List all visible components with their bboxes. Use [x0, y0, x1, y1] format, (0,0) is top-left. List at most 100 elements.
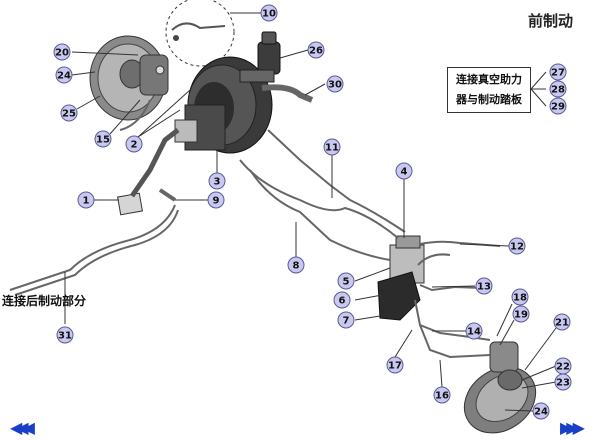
callout-circle	[323, 138, 341, 156]
callout-circle	[549, 80, 567, 98]
callout-8: 8	[287, 256, 305, 274]
callout-circle	[208, 172, 226, 190]
callout-number: 17	[388, 361, 402, 372]
callout-circle	[77, 191, 95, 209]
callout-20: 20	[53, 43, 71, 61]
callout-19: 19	[512, 305, 530, 323]
callout-circle	[549, 97, 567, 115]
callout-30: 30	[326, 75, 344, 93]
callout-circle	[337, 311, 355, 329]
callout-circle	[333, 291, 351, 309]
callout-number: 26	[309, 46, 323, 57]
callout-15: 15	[94, 130, 112, 148]
callout-number: 2	[131, 140, 138, 151]
callout-number: 13	[477, 282, 491, 293]
callout-circle	[55, 66, 73, 84]
callout-circle	[395, 162, 413, 180]
callout-circle	[554, 373, 572, 391]
callout-25: 25	[60, 104, 78, 122]
prev-page-button[interactable]: ◀◀◀	[10, 418, 35, 437]
callout-3: 3	[208, 172, 226, 190]
callout-24a: 24	[55, 66, 73, 84]
callout-number: 21	[555, 318, 569, 329]
callout-circle	[553, 313, 571, 331]
callout-circle	[511, 288, 529, 306]
abs-module	[377, 235, 425, 321]
callout-number: 9	[213, 196, 220, 207]
callout-number: 1	[83, 196, 90, 207]
brake-pedal	[117, 128, 180, 216]
callout-11: 11	[323, 138, 341, 156]
callout-number: 4	[401, 167, 408, 178]
callout-number: 30	[328, 80, 342, 91]
callout-9: 9	[207, 191, 225, 209]
connection-note-line: 器与制动踏板	[456, 93, 522, 106]
callout-number: 28	[551, 85, 565, 96]
callout-number: 14	[467, 327, 481, 338]
callout-circle	[532, 402, 550, 420]
callout-24b: 24	[532, 402, 550, 420]
callout-4: 4	[395, 162, 413, 180]
callout-26: 26	[307, 41, 325, 59]
callout-5: 5	[337, 272, 355, 290]
callout-circle	[549, 63, 567, 81]
callout-number: 10	[262, 9, 276, 20]
callout-circle	[125, 135, 143, 153]
callout-number: 25	[62, 109, 76, 120]
callout-12: 12	[508, 237, 526, 255]
callout-number: 3	[214, 177, 221, 188]
callout-10: 10	[260, 4, 278, 22]
callout-circle	[508, 237, 526, 255]
callout-number: 16	[435, 391, 449, 402]
callout-number: 18	[513, 293, 527, 304]
callout-circle	[512, 305, 530, 323]
page-title: 前制动	[528, 12, 574, 30]
callout-22: 22	[554, 357, 572, 375]
callout-21: 21	[553, 313, 571, 331]
callout-31: 31	[56, 326, 74, 344]
callout-number: 24	[534, 407, 548, 418]
brake-lines	[9, 99, 501, 359]
callout-circle	[433, 386, 451, 404]
callout-number: 27	[551, 68, 565, 79]
callout-number: 15	[96, 135, 110, 146]
callout-circle	[386, 356, 404, 374]
callout-number: 8	[293, 261, 300, 272]
callout-29: 29	[549, 97, 567, 115]
rear-brake-label: 连接后制动部分	[2, 294, 87, 308]
callout-circle	[465, 322, 483, 340]
front-right-disc	[463, 341, 537, 434]
connection-note-line: 连接真空助力	[456, 73, 522, 86]
callout-27: 27	[549, 63, 567, 81]
callout-number: 20	[55, 48, 69, 59]
callout-circle	[94, 130, 112, 148]
component-art	[89, 0, 537, 434]
callout-number: 6	[339, 296, 346, 307]
connection-note: 连接真空助力 器与制动踏板	[447, 67, 531, 113]
callout-circle	[326, 75, 344, 93]
callout-circle	[337, 272, 355, 290]
callout-2: 2	[125, 135, 143, 153]
callout-badges: 1234567891011121314151617181920212223242…	[53, 4, 572, 420]
callout-circle	[53, 43, 71, 61]
callout-circle	[307, 41, 325, 59]
callout-circle	[207, 191, 225, 209]
callout-7: 7	[337, 311, 355, 329]
callout-number: 12	[510, 242, 524, 253]
callout-1: 1	[77, 191, 95, 209]
next-page-button[interactable]: ▶▶▶	[560, 418, 585, 437]
callout-number: 23	[556, 378, 570, 389]
leader-lines	[64, 12, 557, 412]
callout-number: 19	[514, 310, 528, 321]
callout-16: 16	[433, 386, 451, 404]
callout-circle	[60, 104, 78, 122]
callout-23: 23	[554, 373, 572, 391]
callout-circle	[260, 4, 278, 22]
callout-circle	[287, 256, 305, 274]
callout-circle	[56, 326, 74, 344]
callout-18: 18	[511, 288, 529, 306]
callout-28: 28	[549, 80, 567, 98]
fluid-reservoir	[239, 31, 281, 83]
callout-circle	[475, 277, 493, 295]
